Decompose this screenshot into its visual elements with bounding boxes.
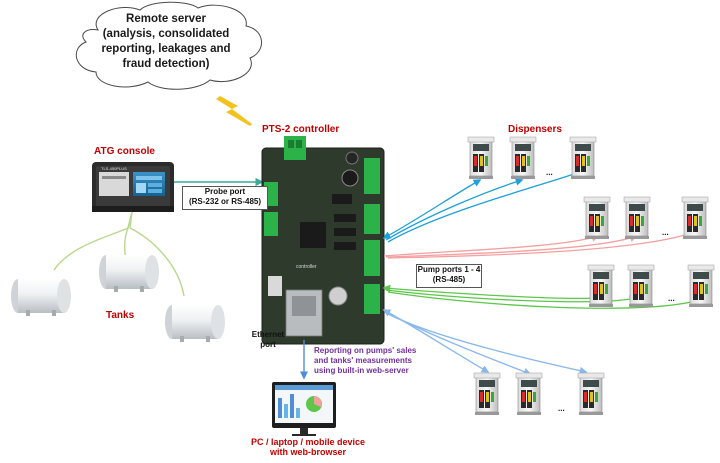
pts2-controller-board: controller	[261, 136, 385, 345]
ethernet-line-2: port	[260, 340, 276, 349]
atg-brand-text: TLS-450PLUS	[101, 166, 127, 171]
pump-ports-label: Pump ports 1 - 4 (RS-485)	[416, 264, 482, 288]
probe-port-line-1: Probe port	[204, 187, 246, 196]
reporting-line-3: using built-in web-server	[314, 366, 409, 375]
dispensers-group-1	[467, 136, 597, 180]
tank-1	[11, 279, 71, 316]
board-controller-mark: controller	[296, 264, 317, 270]
tank-2	[99, 255, 159, 292]
lightning-icon	[216, 96, 252, 126]
pump-ports-line-1: Pump ports 1 - 4	[417, 265, 481, 274]
controller-title: PTS-2 controller	[262, 124, 340, 135]
reporting-line-1: Reporting on pumps' sales	[314, 346, 417, 355]
atg-console-title: ATG console	[94, 146, 155, 157]
cloud-line-2: (analysis, consolidated	[102, 28, 230, 40]
ethernet-port-label: Ethernet port	[250, 330, 286, 350]
ethernet-line-1: Ethernet	[251, 330, 285, 339]
dispensers-ellipsis-2: ...	[662, 228, 669, 237]
dispenser-group-1-links	[382, 170, 582, 243]
pc-label: PC / laptop / mobile device with web-bro…	[238, 437, 378, 457]
dispensers-ellipsis-1: ...	[546, 168, 553, 177]
pump-ports-line-2: (RS-485)	[432, 275, 466, 284]
pc-line-2: with web-browser	[269, 447, 346, 457]
dispensers-group-4	[473, 372, 605, 416]
dispensers-group-3	[587, 264, 715, 308]
dispenser-group-3-links	[382, 284, 702, 309]
tanks-title: Tanks	[106, 310, 135, 321]
cloud-line-4: fraud detection)	[122, 58, 210, 70]
probe-port-line-2: (RS-232 or RS-485)	[188, 197, 262, 206]
probe-port-label: Probe port (RS-232 or RS-485)	[182, 186, 268, 210]
dispensers-ellipsis-3: ...	[668, 294, 675, 303]
pc-monitor-icon	[272, 382, 336, 436]
cloud-line-3: reporting, leakages and	[101, 43, 231, 55]
dispenser-group-4-links	[382, 309, 588, 376]
dispensers-title: Dispensers	[508, 124, 562, 135]
reporting-text: Reporting on pumps' sales and tanks' mea…	[314, 346, 434, 376]
atg-console-device: TLS-450PLUS	[92, 162, 174, 212]
remote-server-text: Remote server (analysis, consolidated re…	[82, 12, 250, 72]
remote-server-cloud	[75, 1, 262, 90]
cloud-line-1: Remote server	[126, 13, 206, 25]
dispensers-group-2	[583, 196, 709, 240]
dispensers-ellipsis-4: ...	[558, 404, 565, 413]
pc-line-1: PC / laptop / mobile device	[250, 437, 366, 447]
dispenser-group-2-links	[383, 230, 696, 259]
reporting-line-2: and tanks' measurements	[314, 356, 412, 365]
tank-3	[165, 305, 225, 342]
